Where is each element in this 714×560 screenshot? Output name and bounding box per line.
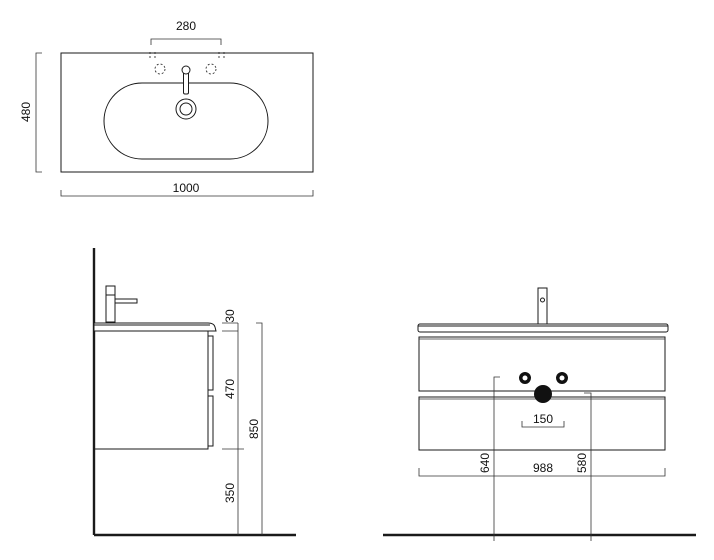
dim-top-thickness-label: 30: [223, 309, 237, 323]
front-view: 640 580 150 988: [383, 287, 696, 541]
dim-cabinet-width-line: [418, 468, 666, 477]
side-view: 30 470 850 350: [92, 248, 296, 537]
front-faucet-body: [537, 287, 548, 325]
waste-outlet-icon: [534, 385, 552, 403]
dim-cabinet-height-label: 470: [223, 379, 237, 399]
dim-total-height-label: 850: [247, 419, 261, 439]
tap-hole-left-icon: [154, 63, 166, 75]
tap-hole-right-marks: [218, 52, 225, 58]
dim-floor-clearance-label: 350: [223, 483, 237, 503]
dim-drain-right-line: [584, 392, 592, 541]
dim-width-label: 1000: [173, 181, 200, 195]
tap-hole-left-marks: [149, 52, 156, 58]
dim-drain-left-label: 640: [478, 453, 492, 473]
dim-depth-line: [35, 52, 42, 173]
front-drawer-upper: [418, 336, 666, 392]
dim-total-line: [256, 322, 263, 535]
side-drawer-handle-lower: [207, 395, 214, 447]
side-cabinet: [93, 330, 209, 450]
top-view: 280 480 1000: [19, 19, 314, 197]
tap-hole-right-icon: [205, 63, 217, 75]
drain-outer-icon: [175, 98, 197, 120]
dim-tap-spacing-label: 280: [176, 19, 196, 33]
basin-top-outline: [60, 52, 314, 173]
dim-drain-right-label: 580: [575, 453, 589, 473]
water-inlet-left-inner: [522, 375, 528, 381]
dim-cabinet-width-label: 988: [533, 461, 553, 475]
front-faucet-lever-icon: [540, 297, 545, 303]
faucet-body-icon: [181, 65, 191, 75]
side-drawer-handle-upper: [207, 335, 214, 391]
dim-tap-spacing-line: [150, 38, 222, 45]
side-faucet-spout: [114, 298, 138, 304]
dim-top-thickness-line: [222, 322, 238, 332]
dim-drain-left-line: [493, 376, 500, 541]
drain-inner-icon: [179, 102, 193, 116]
dim-depth-label: 480: [19, 102, 33, 122]
side-basin-top: [93, 322, 217, 332]
side-faucet-body: [105, 285, 116, 323]
dim-outlet-line: [521, 421, 565, 428]
water-inlet-right-inner: [559, 375, 565, 381]
front-basin-top: [417, 323, 669, 333]
dim-outlet-label: 150: [533, 412, 553, 426]
dim-width-line: [60, 190, 314, 197]
